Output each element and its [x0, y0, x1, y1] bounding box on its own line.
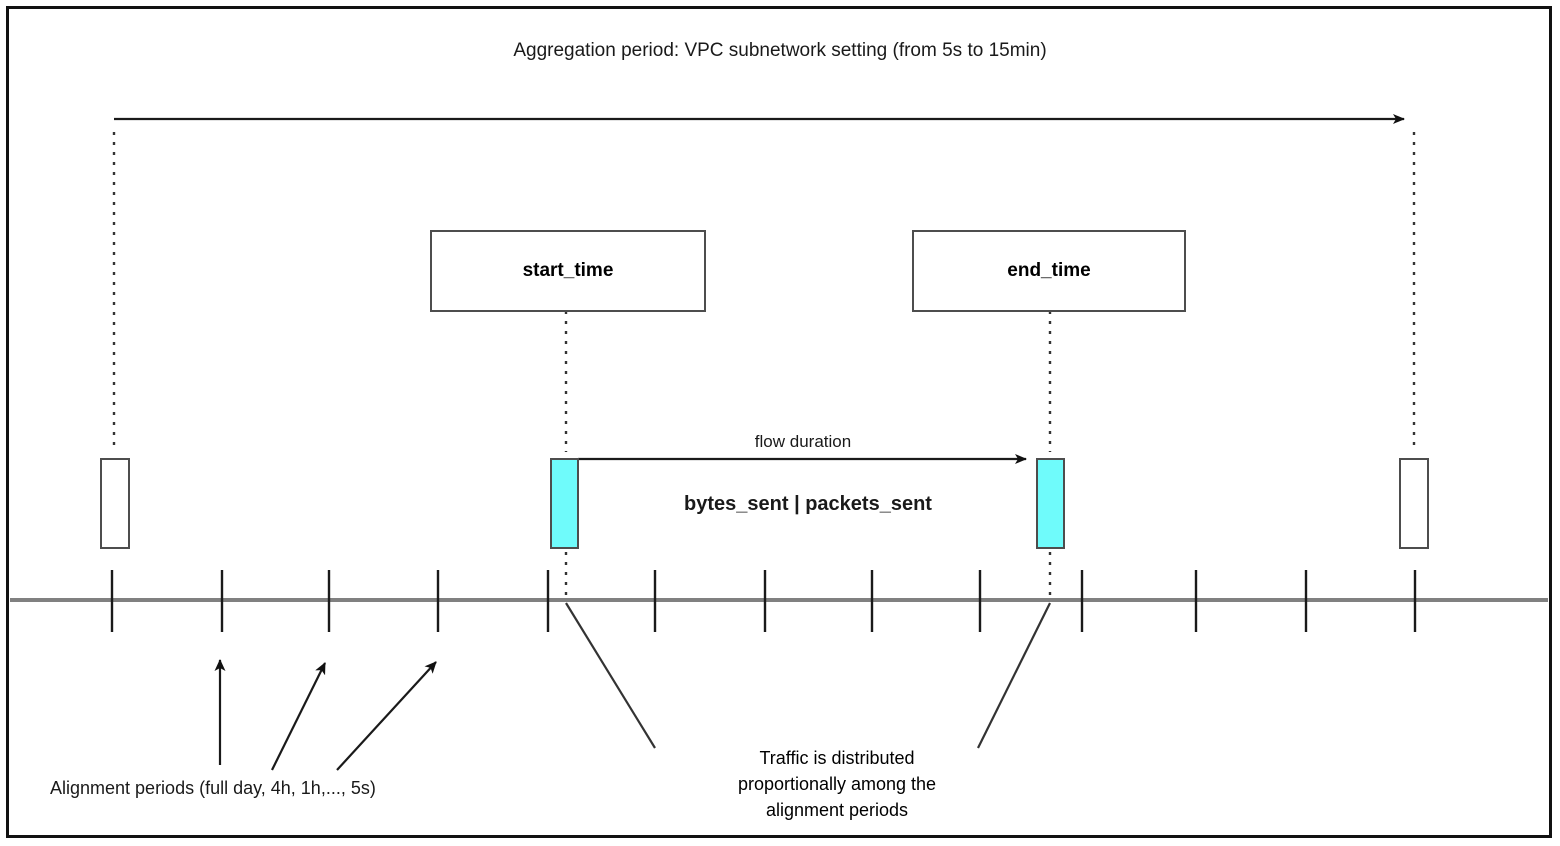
- flow-start-bar: [550, 458, 579, 549]
- traffic-note-line-1: Traffic is distributed: [759, 748, 915, 768]
- traffic-note-line-2: proportionally among the: [737, 774, 937, 794]
- alignment-callout-arrow-3: [336, 661, 437, 771]
- alignment-callout-arrow-2: [271, 662, 326, 771]
- flow-duration-label: flow duration: [754, 432, 852, 451]
- start-time-box: start_time: [430, 230, 706, 312]
- traffic-note-leader-left: [565, 602, 656, 749]
- flow-end-bar: [1036, 458, 1065, 549]
- page-title: Aggregation period: VPC subnetwork setti…: [513, 40, 1047, 61]
- end-time-box: end_time: [912, 230, 1186, 312]
- timeline-ticks: [110, 570, 1417, 632]
- traffic-distribution-note: Traffic is distributed proportionally am…: [682, 745, 992, 823]
- alignment-periods-caption: Alignment periods (full day, 4h, 1h,...,…: [50, 778, 376, 798]
- traffic-note-leader-right: [977, 602, 1051, 749]
- traffic-note-line-3: alignment periods: [765, 800, 909, 820]
- aggregation-start-bar: [100, 458, 130, 549]
- start-time-label: start_time: [522, 260, 614, 281]
- aggregation-end-bar: [1399, 458, 1429, 549]
- metrics-label: bytes_sent | packets_sent: [684, 493, 932, 515]
- end-time-label: end_time: [1007, 260, 1091, 281]
- diagram-frame: [6, 6, 1552, 838]
